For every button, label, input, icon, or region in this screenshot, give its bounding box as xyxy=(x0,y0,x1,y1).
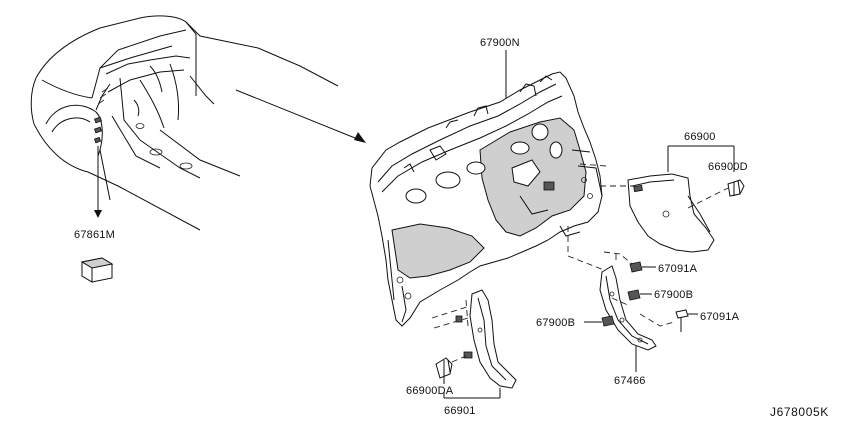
leader-66900 xyxy=(600,145,735,209)
lower-dashed-lines xyxy=(431,299,471,329)
pad-leader-arrow xyxy=(94,146,102,218)
label-67900b-right: 67900B xyxy=(654,289,693,301)
assembly-dashed-lines xyxy=(567,163,675,327)
label-66901: 66901 xyxy=(444,405,476,417)
clip-67900b-left xyxy=(584,315,615,327)
clip-67900b-right xyxy=(627,289,652,301)
label-66900: 66900 xyxy=(684,131,716,143)
label-67091a-lower: 67091A xyxy=(700,311,740,323)
lower-insulator-part xyxy=(463,289,517,389)
clip-67091a-lower xyxy=(675,309,698,332)
label-67900b-left: 67900B xyxy=(536,317,575,329)
label-67466: 67466 xyxy=(614,375,646,387)
vehicle-overview xyxy=(30,15,339,231)
label-66900d: 66900D xyxy=(708,161,748,173)
label-66900da: 66900DA xyxy=(406,385,454,397)
diagram-code: J678005K xyxy=(770,405,829,419)
clip-66900da xyxy=(435,355,467,384)
dash-insulator-part xyxy=(369,71,603,327)
bracket-part xyxy=(599,265,657,351)
label-67900n: 67900N xyxy=(480,37,520,49)
direction-arrow xyxy=(235,89,366,143)
pad-part xyxy=(80,257,114,283)
clip-67091a-upper xyxy=(629,261,656,273)
clip-66900d xyxy=(727,179,745,197)
side-insulator-part xyxy=(627,173,715,253)
label-67861m: 67861M xyxy=(74,229,115,241)
label-67091a-upper: 67091A xyxy=(658,263,698,275)
leader-66901 xyxy=(443,388,501,399)
